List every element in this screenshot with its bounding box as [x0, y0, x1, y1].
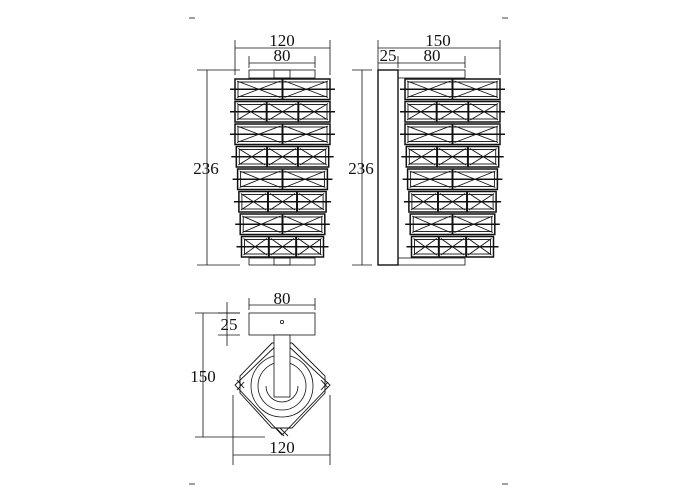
mounting-hole [279, 319, 284, 324]
side-bottom-arm [397, 257, 466, 266]
bottom-depth-total-label: 150 [190, 367, 216, 386]
front-top-cap [248, 69, 316, 79]
wall-plate [377, 69, 399, 266]
side-view: 150 25 80 236 [348, 31, 505, 266]
crystal-row [236, 235, 329, 258]
crystal-row [232, 168, 333, 191]
side-height-label: 236 [348, 159, 374, 178]
bottom-view: 80 25 150 120 [190, 289, 331, 465]
front-top-stem [273, 69, 291, 79]
front-crystal-rows [230, 78, 335, 258]
crystal-row [231, 145, 334, 168]
crystal-row [400, 123, 505, 146]
corner-marks [189, 17, 508, 485]
side-width-inner-label: 80 [424, 46, 441, 65]
crystal-row [400, 100, 505, 123]
front-bottom-stem [273, 257, 291, 266]
bottom-dimension-lines [195, 298, 331, 465]
crystal-row [405, 213, 500, 236]
side-depth-total-label: 150 [425, 31, 451, 50]
crystal-row [401, 145, 504, 168]
crystal-row [233, 190, 332, 213]
lamp-socket-arc [265, 385, 299, 403]
side-crystal-rows [400, 78, 505, 258]
side-plate-depth-label: 25 [380, 46, 397, 65]
bottom-plate-width-label: 80 [274, 289, 291, 308]
bottom-stem [273, 334, 291, 398]
crystal-row [406, 235, 499, 258]
side-dimension-lines [352, 40, 501, 266]
front-width-outer-label: 120 [269, 31, 295, 50]
crystal-row [230, 78, 335, 101]
front-height-label: 236 [193, 159, 219, 178]
crystal-row [403, 190, 502, 213]
bottom-plate-depth-label: 25 [221, 315, 238, 334]
front-bottom-cap [248, 257, 316, 266]
crystal-row [402, 168, 503, 191]
side-top-arm [397, 69, 466, 79]
crystal-row [235, 213, 330, 236]
crystal-diamond-outline [234, 339, 331, 437]
front-dimension-lines [197, 40, 331, 266]
front-width-inner-label: 80 [274, 46, 291, 65]
crystal-row [230, 123, 335, 146]
crystal-row [230, 100, 335, 123]
front-view: 120 80 236 [193, 31, 335, 266]
crystal-row [400, 78, 505, 101]
bottom-width-outer-label: 120 [269, 438, 295, 457]
